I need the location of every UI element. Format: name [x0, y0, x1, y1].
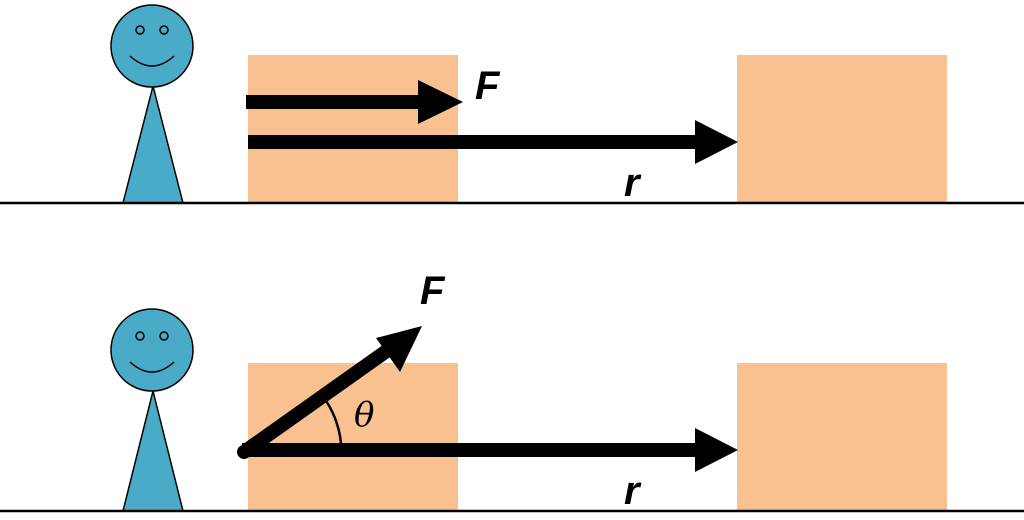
displacement-label-top: r — [624, 161, 642, 205]
person-eye-right — [159, 331, 169, 341]
force-label-bottom: F — [420, 269, 446, 313]
person-eye-right — [159, 25, 169, 35]
displacement-label-bottom: r — [624, 469, 642, 513]
box-initial-top — [248, 55, 458, 203]
force-arrow-bottom — [237, 326, 422, 459]
person-head — [110, 308, 194, 392]
person-figure-top — [110, 4, 194, 204]
angle-arc — [321, 394, 343, 444]
person-smile — [129, 361, 175, 373]
person-smile — [129, 55, 175, 67]
person-head — [110, 4, 194, 88]
displacement-arrow-top — [248, 120, 738, 164]
top-panel: F r — [0, 4, 1024, 205]
box-final-bottom — [737, 363, 947, 511]
displacement-arrow-bottom — [242, 428, 738, 472]
angle-label: θ — [354, 395, 374, 435]
box-final-top — [737, 55, 947, 203]
person-body — [122, 85, 184, 204]
force-label-top: F — [475, 64, 501, 108]
person-figure-bottom — [110, 308, 194, 512]
person-eye-left — [135, 25, 145, 35]
bottom-panel: F r θ — [0, 269, 1024, 513]
force-arrow-top — [246, 80, 463, 124]
box-initial-bottom — [248, 363, 458, 511]
person-body — [122, 390, 184, 512]
person-eye-left — [135, 331, 145, 341]
